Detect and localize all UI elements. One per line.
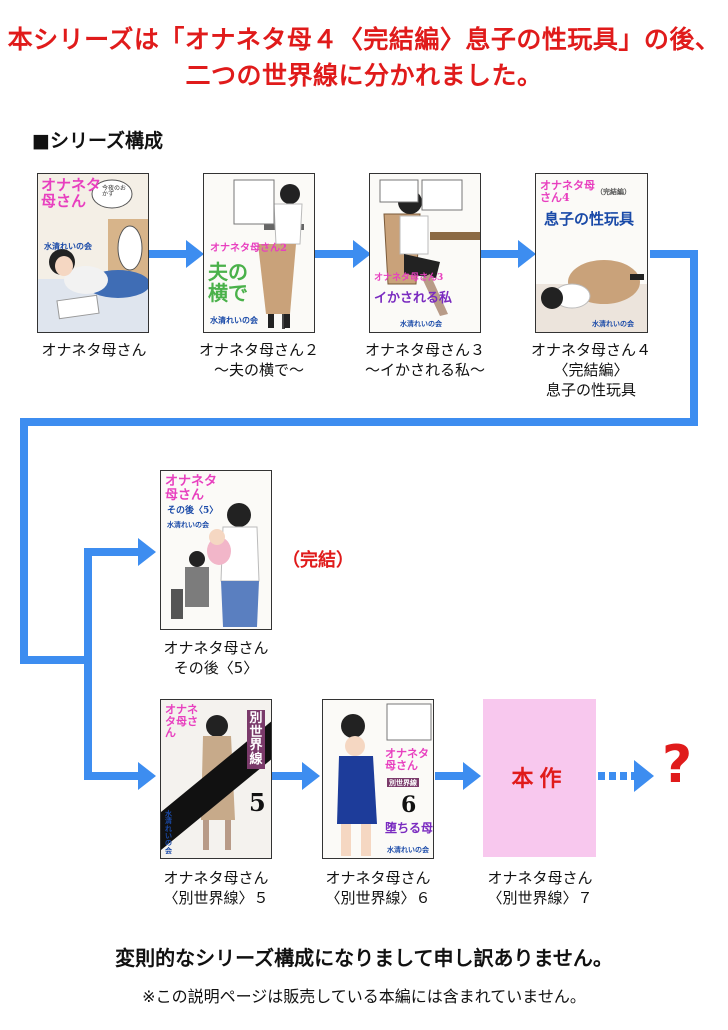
cover-number-6: 5 [249, 788, 266, 817]
book-cover-1[interactable]: オナネタ母さん 水清れいの会 今夜のおかず [37, 173, 149, 333]
book-caption-1: オナネタ母さん [10, 340, 178, 360]
book-caption-6: オナネタ母さん 〈別世界線〉５ [130, 868, 302, 908]
cover-author-5: 水清れいの会 [167, 520, 209, 529]
arrowhead-1-2 [186, 240, 204, 268]
cover-subtitle-3: イかされる私 [374, 291, 453, 306]
cover-author-2: 水清れいの会 [210, 315, 258, 325]
cover-subtitle-5: その後〈5〉 [167, 506, 219, 516]
cover-title-5: オナネタ母さん [165, 474, 218, 503]
arrowhead-to-betsu5 [138, 762, 156, 790]
caption-4-line-1: オナネタ母さん４ [530, 341, 651, 359]
caption-8-line-1: オナネタ母さん [487, 869, 593, 887]
cover-subtitle-2: 夫の横で [208, 260, 248, 305]
book-caption-4: オナネタ母さん４ 〈完結編〉 息子の性玩具 [506, 340, 676, 400]
arrowhead-3-4 [518, 240, 536, 268]
cover-illustration-3 [370, 174, 480, 332]
cover-title-1: オナネタ母さん [41, 176, 102, 210]
caption-3-line-1: オナネタ母さん３ [364, 341, 485, 359]
caption-2-line-1: オナネタ母さん２ [198, 341, 319, 359]
caption-5-line-1: オナネタ母さん [163, 639, 269, 657]
cover-illustration-2 [204, 174, 314, 332]
cover-subtitle-7: 堕ちる母 [385, 821, 434, 835]
caption-4-line-3: 息子の性玩具 [545, 381, 636, 399]
caption-7-line-2: 〈別世界線〉６ [325, 889, 431, 907]
arrowhead-to-sonogo [138, 538, 156, 566]
caption-2-line-2: 〜夫の横で〜 [213, 361, 304, 379]
caption-3-line-2: 〜イかされる私〜 [364, 361, 485, 379]
this-work-label: 本作 [511, 767, 568, 792]
cover-title-3: オナネタ母さん3 [374, 273, 444, 283]
arrowhead-6-7 [463, 762, 481, 790]
cover-author-1: 水清れいの会 [44, 241, 92, 251]
book-cover-5[interactable]: オナネタ母さん その後〈5〉 水清れいの会 [160, 470, 272, 630]
cover-title-4: オナネタ母さん4 [540, 179, 595, 204]
cover-illustration-4 [536, 174, 647, 332]
section-title: ■シリーズ構成 [32, 130, 164, 152]
book-cover-6[interactable]: オナネタ母さん 別世界線 5 水清れいの会 [160, 699, 272, 859]
cover-band-7: 別世界線 [387, 778, 419, 788]
cover-subtitle-4: 息子の性玩具 [544, 210, 635, 228]
status-complete: （完結） [282, 550, 354, 571]
book-caption-3: オナネタ母さん３ 〜イかされる私〜 [340, 340, 510, 380]
caption-8-line-2: 〈別世界線〉７ [487, 889, 593, 907]
cover-author-3: 水清れいの会 [400, 319, 442, 328]
cover-illustration-5 [161, 471, 271, 629]
book-caption-5: オナネタ母さん その後〈5〉 [130, 638, 302, 678]
cover-title-2: オナネタ母さん2 [210, 243, 287, 254]
caption-5-line-2: その後〈5〉 [173, 659, 259, 677]
caption-6-line-1: オナネタ母さん [163, 869, 269, 887]
cover-band-6: 別世界線 [247, 710, 265, 769]
apology-text: 変則的なシリーズ構成になりまして申し訳ありません。 [115, 946, 613, 970]
book-caption-8: オナネタ母さん 〈別世界線〉７ [454, 868, 626, 908]
arrow-shaft-2-3 [315, 250, 355, 258]
arrowhead-2-3 [353, 240, 371, 268]
cover-tag-4: （完結編） [596, 187, 631, 196]
arrow-shaft-3-4 [480, 250, 520, 258]
cover-author-7: 水清れいの会 [387, 845, 429, 854]
cover-illustration-1 [38, 174, 148, 332]
unknown-next-question-mark: ? [662, 735, 693, 795]
book-cover-2[interactable]: オナネタ母さん2 夫の横で 水清れいの会 [203, 173, 315, 333]
arrowhead-to-unknown [634, 760, 654, 792]
caption-1-line-1: オナネタ母さん [41, 341, 147, 359]
caption-7-line-1: オナネタ母さん [325, 869, 431, 887]
arrow-shaft-1-2 [148, 250, 188, 258]
cover-author-6: 水清れいの会 [165, 809, 172, 855]
caption-4-line-2: 〈完結編〉 [553, 361, 629, 379]
headline-line-1: 本シリーズは「オナネタ母４〈完結編〉息子の性玩具」の後、 [7, 25, 721, 54]
cover-author-4: 水清れいの会 [592, 319, 634, 328]
book-cover-3[interactable]: オナネタ母さん3 イかされる私 水清れいの会 [369, 173, 481, 333]
arrowhead-5-6 [302, 762, 320, 790]
book-caption-2: オナネタ母さん２ 〜夫の横で〜 [174, 340, 344, 380]
book-cover-4[interactable]: オナネタ母さん4 （完結編） 息子の性玩具 水清れいの会 [535, 173, 648, 333]
caption-6-line-2: 〈別世界線〉５ [163, 889, 269, 907]
cover-bubble-1: 今夜のおかず [102, 185, 127, 199]
cover-illustration-6 [161, 700, 271, 858]
book-caption-7: オナネタ母さん 〈別世界線〉６ [292, 868, 464, 908]
this-work-placeholder[interactable]: 本作 [483, 699, 596, 857]
cover-number-7: 6 [401, 792, 417, 818]
cover-title-6: オナネタ母さん [165, 703, 198, 740]
note-text: ※この説明ページは販売している本編には含まれていません。 [142, 987, 586, 1006]
cover-title-7: オナネタ母さん [385, 747, 429, 772]
headline-line-2: 二つの世界線に分かれました。 [185, 61, 543, 90]
book-cover-7[interactable]: オナネタ母さん 別世界線 6 堕ちる母 水清れいの会 [322, 699, 434, 859]
